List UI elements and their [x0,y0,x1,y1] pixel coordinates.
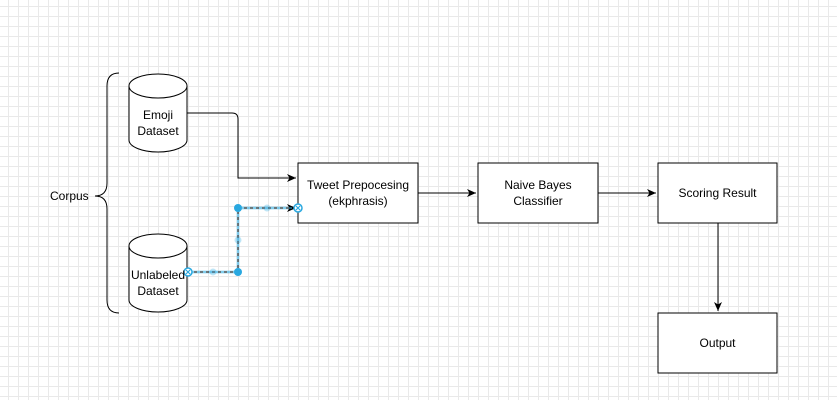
output-box[interactable] [657,312,778,374]
midpoint-handle[interactable] [234,236,242,244]
midpoint-handle[interactable] [209,268,217,276]
unlabeled-dataset-cylinder[interactable] [128,233,188,313]
waypoint-handle[interactable] [234,204,242,212]
scoring-result-box[interactable] [657,162,778,224]
corpus-label: Corpus [50,189,89,203]
midpoint-handle[interactable] [263,204,271,212]
unlabeled-to-preprocessing-arrow[interactable] [188,204,296,274]
emoji-dataset-cylinder[interactable] [128,73,188,153]
connection-endpoint-icon[interactable] [183,267,193,277]
waypoint-handle[interactable] [234,268,242,276]
corpus-brace [94,72,120,314]
connector-selection-handles[interactable] [183,203,303,277]
naive-bayes-box[interactable] [477,162,599,224]
emoji-to-preprocessing-arrow[interactable] [187,112,296,182]
connection-endpoint-icon[interactable] [293,203,303,213]
tweet-preprocessing-box[interactable] [297,162,419,224]
